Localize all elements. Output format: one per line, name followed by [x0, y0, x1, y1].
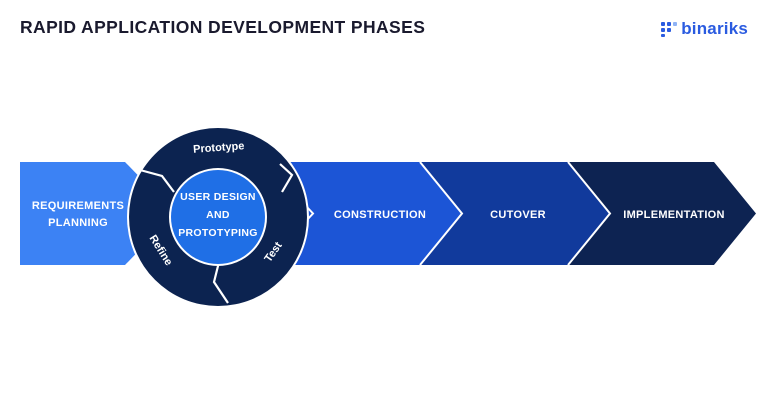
binariks-logo: binariks	[661, 19, 748, 39]
binariks-dots-icon	[661, 22, 678, 37]
center-label-line1: USER DESIGN	[180, 191, 256, 203]
cycle-center	[171, 170, 265, 264]
phase-label-cutover: CUTOVER	[490, 209, 546, 221]
phase-label-requirements-line2: PLANNING	[48, 217, 108, 229]
separator-chevron-2	[567, 161, 612, 266]
phase-label-implementation: IMPLEMENTATION	[623, 209, 725, 221]
separator-chevron-1	[419, 161, 464, 266]
center-label-line2: AND	[206, 209, 230, 221]
logo-text: binariks	[681, 19, 748, 38]
page-title: RAPID APPLICATION DEVELOPMENT PHASES	[20, 17, 426, 37]
ring-segment-separator-top-left	[139, 168, 175, 193]
phase-label-construction: CONSTRUCTION	[334, 209, 426, 221]
center-label-line3: PROTOTYPING	[178, 227, 258, 239]
phase-arrow-implementation	[568, 162, 756, 265]
phase-arrow-cutover	[420, 162, 610, 265]
ring-segment-separator-top-right	[279, 163, 294, 193]
phase-label-requirements-line1: REQUIREMENTS	[32, 200, 124, 212]
ring-label-prototype: Prototype	[193, 140, 245, 156]
